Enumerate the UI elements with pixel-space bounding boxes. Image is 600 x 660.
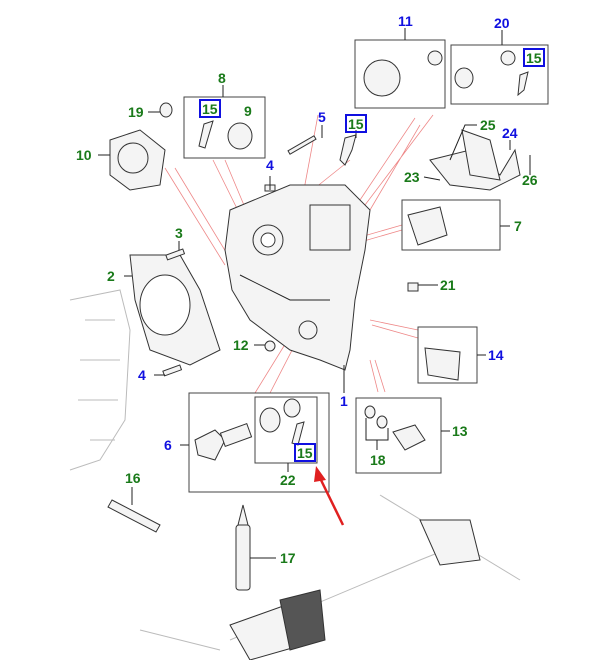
highlight-arrow [314,466,345,526]
red-leaders [164,114,434,394]
callout-26[interactable]: 26 [522,172,538,188]
callout-15-c[interactable]: 15 [348,116,364,132]
ghost-transmission [69,289,131,471]
callout-2[interactable]: 2 [107,268,115,284]
callout-21[interactable]: 21 [440,277,456,293]
callout-17[interactable]: 17 [280,550,296,566]
callout-1[interactable]: 1 [340,393,348,409]
bracket-assembly [429,129,521,191]
callout-13[interactable]: 13 [452,423,468,439]
callout-7[interactable]: 7 [514,218,522,234]
callout-3[interactable]: 3 [175,225,183,241]
callout-16[interactable]: 16 [125,470,141,486]
box-13 [355,397,442,474]
box-8 [183,96,266,159]
highlight-boxes [199,48,545,462]
callout-24[interactable]: 24 [502,125,518,141]
sealant-cartridge [235,504,251,591]
callout-12[interactable]: 12 [233,337,249,353]
pump-gear [109,129,166,191]
callout-4-top[interactable]: 4 [266,157,274,173]
box-6 [188,392,330,493]
callout-23[interactable]: 23 [404,169,420,185]
callout-8[interactable]: 8 [218,70,226,86]
box-11 [354,39,446,109]
callout-4[interactable]: 4 [138,367,146,383]
callout-6[interactable]: 6 [164,437,172,453]
callout-25[interactable]: 25 [480,117,496,133]
applicator-gun [107,499,161,533]
callout-22[interactable]: 22 [280,472,296,488]
front-cover [129,254,221,366]
callout-18[interactable]: 18 [370,452,386,468]
leader-lines [98,28,531,559]
callout-11[interactable]: 11 [398,13,413,29]
o-ring [159,102,173,118]
callout-19[interactable]: 19 [128,104,144,120]
small-parts [162,134,419,377]
box-20 [450,44,549,105]
callout-15-a[interactable]: 15 [526,50,542,66]
box-22 [254,396,318,464]
callout-14[interactable]: 14 [488,347,504,363]
ghost-driveline [139,494,521,660]
callout-10[interactable]: 10 [76,147,92,163]
box-7 [401,199,501,251]
callout-15-d[interactable]: 15 [297,445,313,461]
callout-15-b[interactable]: 15 [202,101,218,117]
callout-9[interactable]: 9 [244,103,252,119]
callout-20[interactable]: 20 [494,15,510,31]
transfer-case [224,184,371,371]
callout-5[interactable]: 5 [318,109,326,125]
